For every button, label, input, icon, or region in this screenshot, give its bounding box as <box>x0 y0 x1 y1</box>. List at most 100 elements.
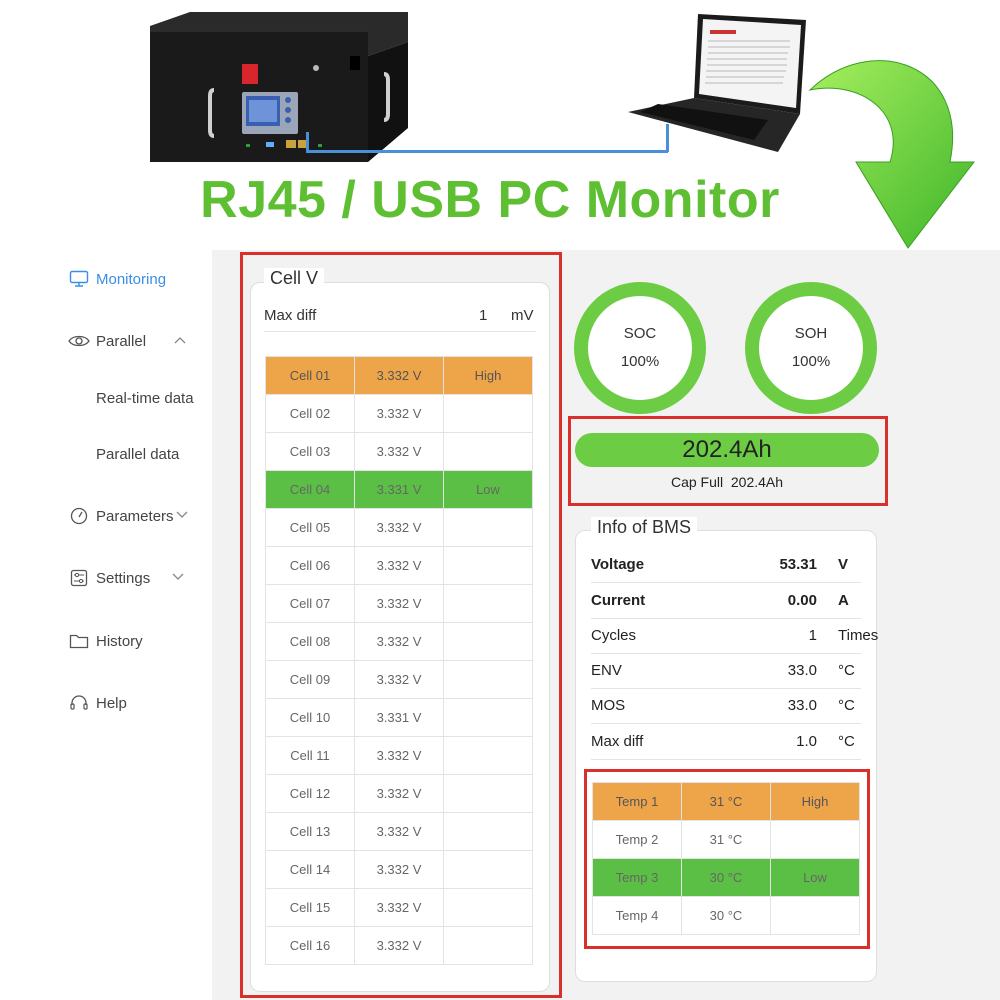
sidebar-item-label: History <box>96 632 143 650</box>
cell-name: Cell 16 <box>265 926 355 965</box>
bms-unit: °C <box>838 733 855 750</box>
sidebar-item-settings[interactable]: Settings <box>68 567 184 589</box>
folder-icon <box>68 630 90 652</box>
chevron-down-icon[interactable] <box>176 510 188 522</box>
sidebar-item-parallel[interactable]: Parallel <box>68 330 186 352</box>
cell-name: Cell 03 <box>265 432 355 471</box>
cell-voltage: 3.331 V <box>354 698 444 737</box>
curved-arrow-icon <box>808 60 976 249</box>
temp-value: 31 °C <box>681 782 771 821</box>
cell-flag <box>443 508 533 547</box>
max-diff-unit: mV <box>511 307 534 324</box>
cell-flag <box>443 850 533 889</box>
bms-unit: Times <box>838 627 879 644</box>
temp-value: 30 °C <box>681 896 771 935</box>
sidebar-item-label: Monitoring <box>96 270 167 288</box>
cell-flag <box>443 888 533 927</box>
cell-flag <box>443 546 533 585</box>
cell-voltage: 3.332 V <box>354 546 444 585</box>
temp-flag <box>770 820 860 859</box>
cell-voltage: 3.332 V <box>354 888 444 927</box>
cable-segment <box>306 132 309 152</box>
chevron-down-icon[interactable] <box>172 572 184 584</box>
monitor-icon <box>68 268 90 290</box>
soc-value: 100% <box>620 353 660 370</box>
sidebar-item-monitoring[interactable]: Monitoring <box>68 268 166 290</box>
sliders-icon <box>68 567 90 589</box>
bms-unit: °C <box>838 697 855 714</box>
cell-flag <box>443 432 533 471</box>
bms-label: Current <box>591 592 646 609</box>
cell-flag <box>443 736 533 775</box>
bms-unit: A <box>838 592 849 609</box>
soh-gauge: SOH 100% <box>745 282 877 414</box>
sidebar-item-label: Parameters <box>96 507 174 525</box>
cell-flag <box>443 774 533 813</box>
temp-name: Temp 4 <box>592 896 682 935</box>
capacity-bar: 202.4Ah <box>575 433 879 467</box>
cell-name: Cell 02 <box>265 394 355 433</box>
bms-info-row: Current 0.00 A <box>591 584 861 619</box>
cell-voltage: 3.332 V <box>354 584 444 623</box>
cell-flag: High <box>443 356 533 395</box>
highlight-frame-temps <box>584 769 870 949</box>
sidebar-item-realtime-data[interactable]: Real-time data <box>96 390 194 407</box>
temp-value: 30 °C <box>681 858 771 897</box>
bms-value: 0.00 <box>787 592 817 609</box>
temp-name: Temp 1 <box>592 782 682 821</box>
cell-name: Cell 13 <box>265 812 355 851</box>
bms-label: Max diff <box>591 733 644 750</box>
highlight-frame-capacity <box>568 416 888 506</box>
bms-unit: °C <box>838 662 855 679</box>
sidebar-item-help[interactable]: Help <box>68 692 127 714</box>
cell-name: Cell 07 <box>265 584 355 623</box>
cell-voltage: 3.332 V <box>354 850 444 889</box>
max-diff-value: 1 <box>479 307 488 324</box>
sidebar-item-parallel-data[interactable]: Parallel data <box>96 446 180 463</box>
cell-voltage: 3.332 V <box>354 926 444 965</box>
sidebar-item-history[interactable]: History <box>68 630 143 652</box>
soc-gauge: SOC 100% <box>574 282 706 414</box>
chevron-up-icon[interactable] <box>174 335 186 347</box>
cap-full-label: Cap Full <box>670 474 724 490</box>
bms-label: Voltage <box>591 556 645 573</box>
bms-unit: V <box>838 556 849 573</box>
sidebar <box>0 250 212 1000</box>
bms-label: MOS <box>591 697 626 714</box>
temp-flag: High <box>770 782 860 821</box>
cell-flag <box>443 698 533 737</box>
headset-icon <box>68 692 90 714</box>
cell-flag <box>443 660 533 699</box>
laptop-image <box>628 14 806 152</box>
bms-value: 33.0 <box>787 662 817 679</box>
cable-segment <box>666 124 669 152</box>
sidebar-item-parameters[interactable]: Parameters <box>68 505 188 527</box>
cell-voltage: 3.332 V <box>354 774 444 813</box>
cell-voltage: 3.332 V <box>354 736 444 775</box>
cell-name: Cell 15 <box>265 888 355 927</box>
banner-headline: RJ45 / USB PC Monitor <box>200 171 780 229</box>
cell-name: Cell 01 <box>265 356 355 395</box>
soh-label: SOH <box>794 325 828 342</box>
cell-voltage: 3.332 V <box>354 622 444 661</box>
temp-value: 31 °C <box>681 820 771 859</box>
soc-label: SOC <box>623 325 657 342</box>
temp-name: Temp 2 <box>592 820 682 859</box>
sidebar-item-label: Parallel <box>96 332 147 350</box>
bms-info-title: Info of BMS <box>591 517 698 538</box>
cell-flag <box>443 622 533 661</box>
